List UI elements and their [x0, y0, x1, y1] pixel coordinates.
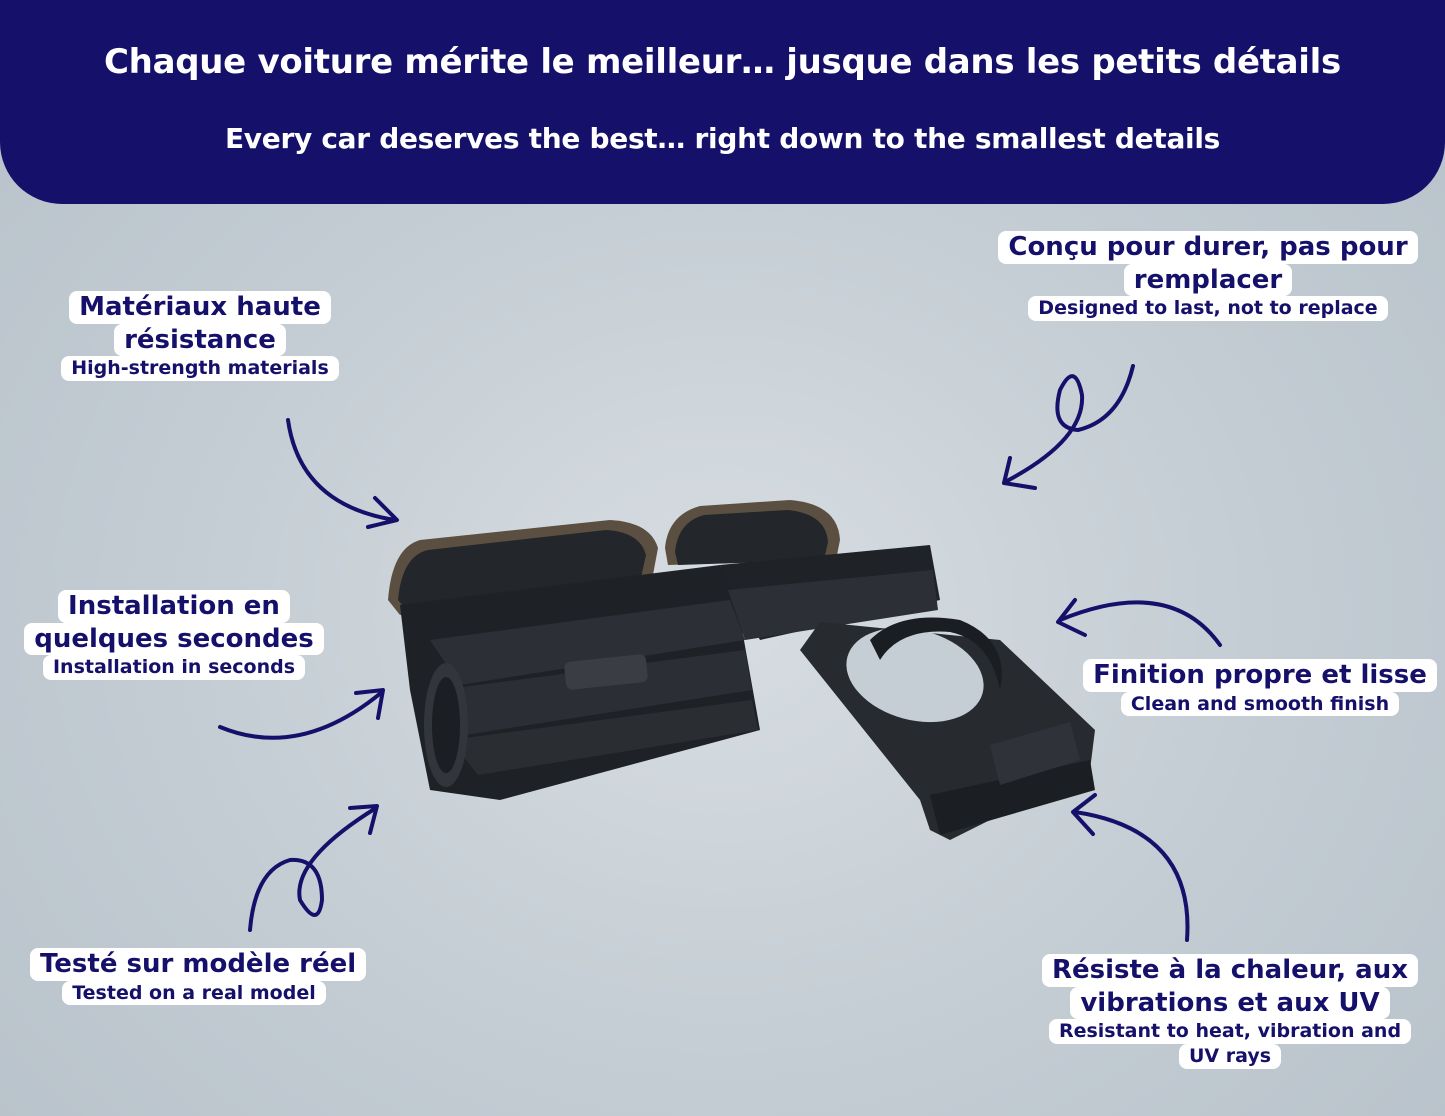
curved-arrow-icon [1073, 810, 1190, 942]
callout-designed-to-last: Conçu pour durer, pas pour remplacer Des… [990, 231, 1426, 322]
curved-arrow-icon [286, 418, 397, 522]
callout-title-line: Testé sur modèle réel [30, 948, 367, 981]
header-banner: Chaque voiture mérite le meilleur… jusqu… [0, 0, 1445, 204]
banner-title: Chaque voiture mérite le meilleur… jusqu… [104, 42, 1341, 82]
callout-subtitle-line: Installation in seconds [42, 655, 306, 681]
callout-title-line: Conçu pour durer, pas pour [998, 231, 1418, 264]
arrow-head-icon [366, 496, 399, 529]
loop-arrow-icon [248, 806, 378, 932]
curved-arrow-icon [1058, 600, 1222, 647]
callout-title-line: quelques secondes [24, 622, 324, 656]
callout-title-line: Installation en [58, 590, 290, 623]
loop-arrow-icon [1003, 364, 1135, 484]
callout-title-line: Matériaux haute [69, 291, 331, 324]
arrow-head-icon [1002, 456, 1037, 490]
callout-subtitle-line: Tested on a real model [62, 980, 326, 1006]
callout-tested-real-model: Testé sur modèle réel Tested on a real m… [30, 948, 367, 1006]
callout-subtitle-line: Clean and smooth finish [1120, 691, 1400, 717]
arrow-head-icon [1071, 793, 1097, 836]
callout-title-line: Résiste à la chaleur, aux [1041, 954, 1418, 987]
callout-title-line: Finition propre et lisse [1083, 659, 1437, 692]
callout-subtitle-line: UV rays [1178, 1044, 1282, 1069]
callout-title-line: résistance [114, 323, 286, 357]
callout-clean-smooth-finish: Finition propre et lisse Clean and smoot… [1082, 659, 1438, 717]
banner-subtitle: Every car deserves the best… right down … [224, 122, 1221, 155]
callout-heat-vibration-uv: Résiste à la chaleur, aux vibrations et … [1040, 954, 1420, 1069]
callout-subtitle-line: Designed to last, not to replace [1028, 296, 1388, 322]
callout-subtitle-line: High-strength materials [61, 356, 339, 382]
callout-high-strength-materials: Matériaux haute résistance High-strength… [50, 291, 350, 382]
callout-installation-in-seconds: Installation en quelques secondes Instal… [24, 590, 324, 681]
arrow-head-icon [348, 804, 379, 835]
curved-arrow-icon [218, 690, 384, 740]
callout-title-line: remplacer [1123, 263, 1293, 297]
callout-subtitle-line: Resistant to heat, vibration and [1048, 1019, 1412, 1045]
car-air-vent-cupholder [388, 500, 1095, 840]
arrow-head-icon [1056, 598, 1087, 637]
callout-title-line: vibrations et aux UV [1070, 986, 1390, 1020]
arrow-head-icon [354, 688, 385, 720]
